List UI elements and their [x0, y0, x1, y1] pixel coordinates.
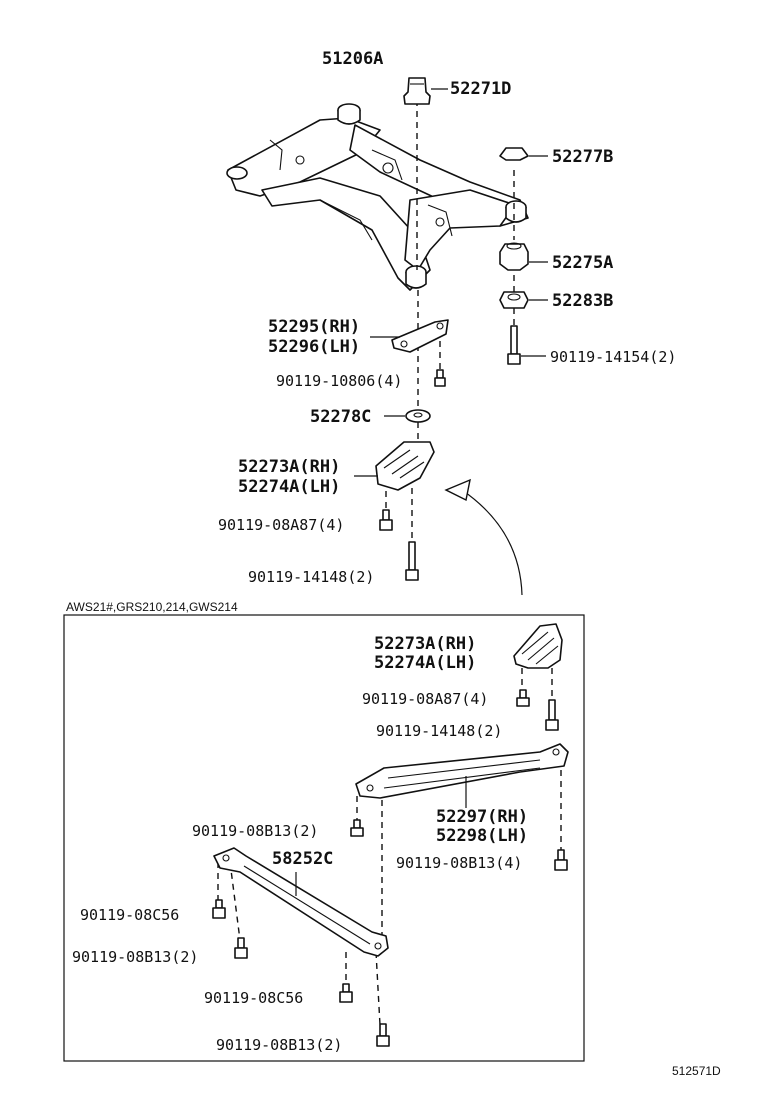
label-52273A-top: 52273A(RH)	[238, 457, 340, 477]
bolt-icon[interactable]	[376, 1023, 390, 1047]
label-90119-14154: 90119-14154(2)	[550, 348, 676, 366]
label-90119-08B13-a: 90119-08B13(2)	[192, 822, 318, 840]
label-90119-08C56-a: 90119-08C56	[80, 906, 179, 924]
bushing-52271D[interactable]	[403, 77, 431, 105]
rear-suspension-member-icon[interactable]	[226, 103, 529, 291]
label-51206A: 51206A	[322, 49, 383, 69]
label-90119-08B13-b: 90119-08B13(4)	[396, 854, 522, 872]
label-90119-08A87-top: 90119-08A87(4)	[218, 516, 344, 534]
label-52297: 52297(RH)	[436, 807, 528, 827]
label-52273A-box: 52273A(RH)	[374, 634, 476, 654]
label-52278C: 52278C	[310, 407, 371, 427]
label-90119-08A87-box: 90119-08A87(4)	[362, 690, 488, 708]
bolt-icon[interactable]	[350, 819, 364, 837]
brace-icon[interactable]	[513, 623, 563, 669]
bushing-52275A[interactable]	[499, 242, 529, 271]
label-90119-14148-top: 90119-14148(2)	[248, 568, 374, 586]
label-58252C: 58252C	[272, 849, 333, 869]
diagram-id: 512571D	[672, 1064, 721, 1078]
bolt-icon[interactable]	[379, 509, 393, 531]
label-52274A-box: 52274A(LH)	[374, 653, 476, 673]
washer-52278C[interactable]	[405, 409, 431, 423]
label-52298: 52298(LH)	[436, 826, 528, 846]
bolt-icon[interactable]	[516, 689, 530, 707]
bolt-icon[interactable]	[212, 899, 226, 919]
curved-arrow-icon	[444, 478, 523, 596]
bolt-icon[interactable]	[405, 541, 419, 581]
label-90119-14148-box: 90119-14148(2)	[376, 722, 502, 740]
label-90119-08B13-c: 90119-08B13(2)	[72, 948, 198, 966]
label-52275A: 52275A	[552, 253, 613, 273]
brace-icon[interactable]	[375, 441, 435, 491]
label-90119-10806: 90119-10806(4)	[276, 372, 402, 390]
label-52296: 52296(LH)	[268, 337, 360, 357]
bolt-icon[interactable]	[434, 369, 446, 387]
label-52283B: 52283B	[552, 291, 613, 311]
bolt-icon[interactable]	[554, 849, 568, 871]
bracket-52295[interactable]	[391, 319, 449, 353]
washer-52277B[interactable]	[499, 147, 529, 161]
bolt-icon[interactable]	[234, 937, 248, 959]
label-52274A-top: 52274A(LH)	[238, 477, 340, 497]
variant-label: AWS21#,GRS210,214,GWS214	[66, 600, 238, 614]
label-90119-08B13-d: 90119-08B13(2)	[216, 1036, 342, 1054]
label-90119-08C56-b: 90119-08C56	[204, 989, 303, 1007]
label-52295: 52295(RH)	[268, 317, 360, 337]
brace-52297[interactable]	[355, 743, 569, 799]
label-52277B: 52277B	[552, 147, 613, 167]
variant-box	[63, 614, 585, 1062]
bolt-icon[interactable]	[545, 699, 559, 731]
bolt-icon[interactable]	[507, 325, 521, 365]
bolt-icon[interactable]	[339, 983, 353, 1003]
brace-58252C[interactable]	[213, 847, 389, 957]
stopper-52283B[interactable]	[499, 291, 529, 309]
label-52271D: 52271D	[450, 79, 511, 99]
